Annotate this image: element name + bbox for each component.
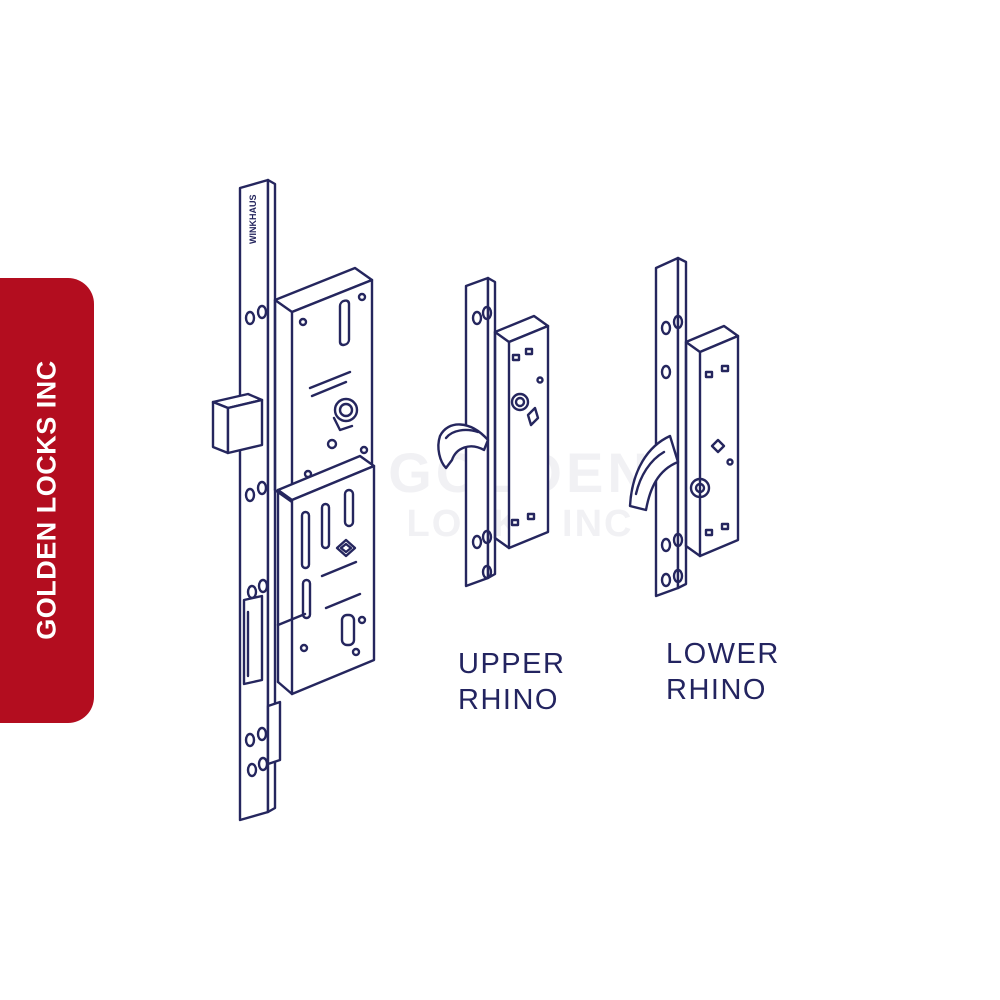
brand-tab (0, 278, 94, 723)
upper-rhino-hook-lock-icon (437, 276, 550, 588)
lower-rhino-label: LOWER RHINO (666, 636, 780, 708)
lower-rhino-hook-lock-icon (628, 256, 740, 598)
lower-rhino-label-line-1: LOWER (666, 638, 780, 670)
faceplate-text: WINKHAUS (248, 195, 258, 245)
upper-rhino-label-line-2: RHINO (458, 684, 559, 716)
lower-rhino-label-line-2: RHINO (666, 674, 767, 706)
multipoint-lock-gearbox-icon: WINKHAUS (211, 178, 376, 822)
upper-rhino-label: UPPER RHINO (458, 646, 565, 718)
upper-rhino-label-line-1: UPPER (458, 648, 566, 680)
